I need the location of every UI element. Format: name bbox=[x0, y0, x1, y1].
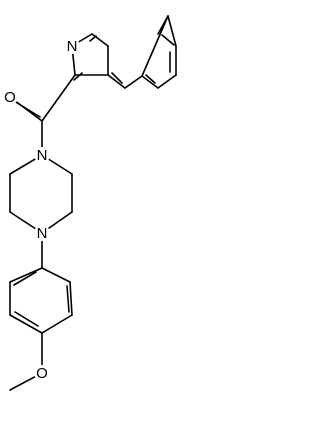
bond-b2-b3 bbox=[69, 281, 73, 316]
double-bond-line-3 bbox=[111, 72, 123, 84]
bond-q5-q6 bbox=[141, 75, 159, 89]
bond-q6-q7 bbox=[124, 75, 143, 89]
atom-label-n-quinoline: N bbox=[67, 38, 78, 55]
atom-label-background bbox=[34, 225, 50, 241]
double-bond-line-8 bbox=[14, 311, 39, 327]
atom-label-n-piperazine-bottom: N bbox=[37, 225, 48, 242]
bond-q6-q1 bbox=[141, 15, 169, 77]
double-bond-line-9 bbox=[13, 271, 37, 286]
atom-label-background bbox=[34, 365, 50, 381]
atom-label-n-piperazine-top: N bbox=[37, 147, 48, 164]
bond-q4-q5 bbox=[157, 74, 177, 89]
atom-label-o-carbonyl: O bbox=[4, 89, 16, 106]
atom-labels: N O N N O bbox=[2, 38, 80, 382]
bond-b3-b4 bbox=[41, 314, 73, 334]
molecule-structure-diagram: N O N N O bbox=[2, 15, 177, 391]
double-bond-line-5 bbox=[73, 72, 83, 81]
atom-label-background bbox=[2, 89, 18, 105]
double-bond-line-7 bbox=[66, 285, 70, 313]
bond-q2-q1 bbox=[157, 15, 169, 35]
bond-b6-b1 bbox=[9, 267, 43, 283]
atom-label-background bbox=[34, 147, 50, 163]
double-bond-line-2 bbox=[145, 74, 156, 84]
atom-label-o-methoxy: O bbox=[36, 365, 48, 382]
bond-b1-b2 bbox=[41, 267, 71, 283]
bond-q12-c_carbonyl bbox=[41, 74, 76, 122]
atom-label-background bbox=[64, 38, 80, 54]
double-bond-line-6 bbox=[13, 100, 41, 118]
bond-lines bbox=[9, 15, 177, 391]
bond-b4-b5 bbox=[9, 314, 43, 334]
bond-q7-q8 bbox=[107, 74, 126, 89]
double-bond-line-0 bbox=[161, 34, 175, 46]
bond-q1-q3 bbox=[167, 15, 177, 47]
double-bond-line-4 bbox=[89, 35, 97, 42]
bond-q9-q10 bbox=[91, 33, 109, 47]
